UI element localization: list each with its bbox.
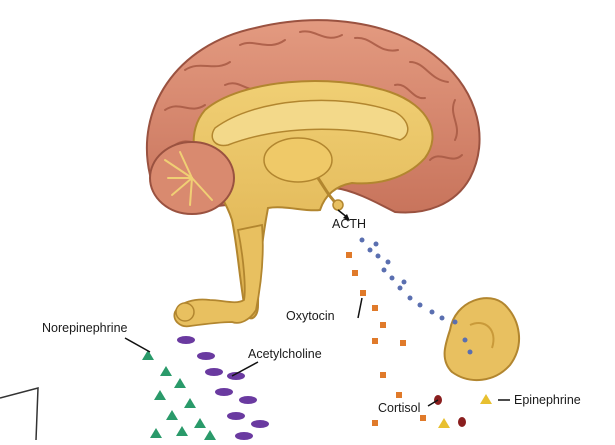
spinal-cord [174,225,262,326]
norepinephrine-label: Norepinephrine [42,321,128,335]
cortisol-dots [434,395,466,427]
cerebellum [150,142,234,214]
norepinephrine-triangles [142,350,216,440]
acetylcholine-label: Acetylcholine [248,347,322,361]
epinephrine-label: Epinephrine [514,393,581,407]
adrenal-gland [445,298,519,380]
acth-label: ACTH [332,217,366,231]
oxytocin-squares [346,252,426,426]
frame-corner [0,388,38,440]
cortisol-label: Cortisol [378,401,420,415]
oxytocin-label: Oxytocin [286,309,335,323]
